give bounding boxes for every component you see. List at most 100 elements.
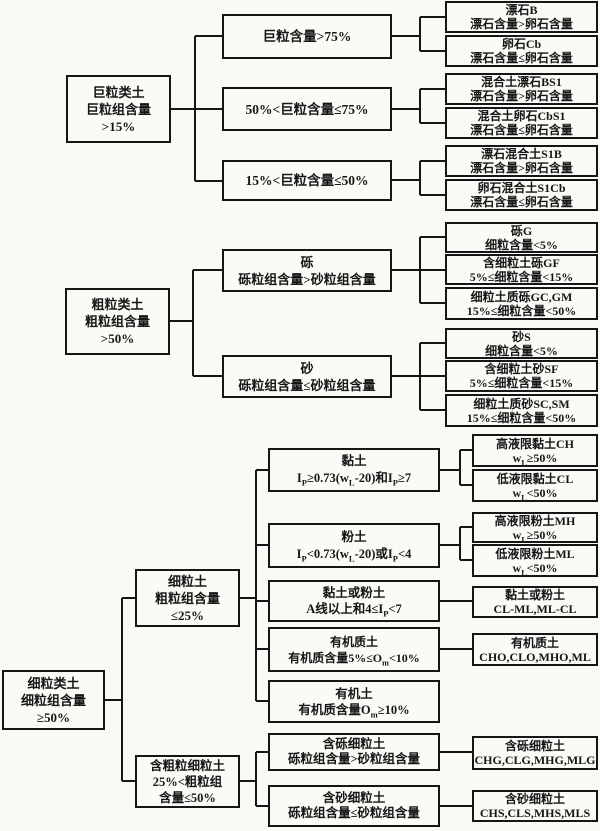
flow-box-label: 细粒含量<5% [485,343,558,358]
flow-box-label: 砾粒组含量≤砂粒组含量 [238,377,376,393]
flow-box-label: 砾 [300,254,314,270]
flow-box-label: CHG,CLG,MHG,MLG [474,753,596,767]
flow-box-label: 15%≤细粒含量<50% [466,303,577,318]
flow-box-label: 低液限粉土ML [495,546,575,561]
flow-box-label: 含砂细粒土 [322,791,386,805]
flow-box-label: 15%<巨粒含量≤50% [245,173,369,188]
flow-box-label: 漂石含量≤卵石含量 [470,51,573,65]
flow-box-label: 含砾细粒土 [322,737,386,751]
flow-box-giant-root: 巨粒类土巨粒组含量>15% [66,75,171,143]
flow-box-label: 黏土或粉土 [504,588,565,602]
flow-box-label: 漂石含量>卵石含量 [470,161,573,175]
flow-box-label: 粗粒类土 [91,297,144,312]
flow-box-label: 细粒土质砂SC,SM [473,396,570,411]
flow-box-label: 混合土漂石BS1 [481,75,562,89]
flow-box-label: wL≥50% [512,450,558,467]
flow-box-label: 漂石含量≤卵石含量 [470,195,573,209]
flow-box-label: 砾粒组含量>砂粒组含量 [238,271,376,287]
flow-box-label: 砂S [512,329,531,344]
flow-box-label: 含砂细粒土 [504,792,565,806]
flow-box-label: 含粗粒细粒土 [149,758,225,773]
flow-box-label: 含砾细粒土 [504,739,565,753]
flow-box-label: wL<50% [512,560,558,577]
flow-box-fine-root: 细粒类土细粒组含量≥50% [2,670,105,730]
flow-box-label: 砾粒组含量>砂粒组含量 [287,752,421,766]
flow-box-clay: 黏土 IP≥0.73(wL-20)和IP≥7 [268,448,440,492]
flow-box-label: ≥50% [36,709,71,725]
flow-box-label: 高液限黏土CH [495,436,574,451]
flow-box-label: 低液限黏土CL [496,471,574,486]
flow-box-label: 含量≤50% [159,790,216,805]
flow-box-label: ≤25% [170,607,205,623]
flow-box-label: 黏土 [341,454,367,468]
flow-box-fine-soil: 细粒土粗粒组含量≤25% [135,569,240,627]
flow-box-label: 有机土 [335,686,373,701]
flow-box-label: 卵石混合土S1Cb [477,181,566,195]
flow-box-label: 漂石含量>卵石含量 [470,17,573,31]
flow-box-label: 细粒组含量 [20,692,86,708]
flow-box-label: CHO,CLO,MHO,ML [479,649,591,664]
flow-box-label: 含细粒土砂SF [484,362,559,376]
flow-box-label: 漂石含量≤卵石含量 [470,123,573,137]
flow-box-giant-15-50: 15%<巨粒含量≤50% [222,160,392,201]
flow-box-sand-group: 砂砾粒组含量≤砂粒组含量 [222,355,392,398]
flow-box-label: 5%≤细粒含量<15% [469,269,574,284]
flow-box-label: 25%<粗粒组 [152,774,223,789]
flow-box-label: >15% [101,118,136,134]
flow-box-label: CHS,CLS,MHS,MLS [479,806,591,820]
flow-box-label: 细粒含量<5% [485,237,558,252]
flow-box-label: wL≥50% [512,527,558,544]
flow-box-label: 卵石Cb [501,37,542,51]
flow-box-label: 砂 [300,360,314,376]
flow-box-coarse-root: 粗粒类土粗粒组含量>50% [65,288,170,355]
flow-box-label: 砾G [510,223,533,238]
flow-box-label: 巨粒类土 [92,84,145,100]
flow-box-clay-or-silt: 黏土或粉土 A线以上和4≤IP<7 [268,580,440,622]
flow-box-label: 混合土卵石CbS1 [477,109,566,123]
flow-box-label: 巨粒组含量 [85,101,151,117]
flow-box-label: 漂石混合土S1B [481,147,562,161]
flow-box-label: 50%<巨粒含量≤75% [245,101,369,117]
flow-box-label: 漂石B [505,3,538,17]
flow-box-sandy-fine: 含砂细粒土砾粒组含量≤砂粒组含量 [268,785,440,827]
flow-box-label: 粗粒组含量 [84,314,150,329]
flow-box-label: 粗粒组含量 [154,590,220,606]
flow-box-label: 15%≤细粒含量<50% [466,410,577,425]
flow-box-label: A线以上和4≤IP<7 [306,602,402,619]
flow-box-label: 黏土或粉土 [322,586,386,600]
flow-box-label: 有机质土 [510,635,559,650]
flow-box-organic-soil: 有机土有机质含量Om≥10% [268,680,440,723]
flow-box-gravel-group: 砾砾粒组含量>砂粒组含量 [222,249,392,292]
flow-box-label: CL-ML,ML-CL [493,602,577,616]
flow-box-label: 漂石含量>卵石含量 [470,89,573,103]
flow-box-label: 细粒土质砾GC,GM [470,289,573,304]
flow-box-label: 高液限粉土MH [494,513,576,528]
flow-box-label: wL<50% [512,485,558,502]
flow-box-giant-gt75: 巨粒含量>75% [222,14,392,59]
flow-box-label: 细粒土 [167,573,207,589]
flow-box-label: IP≥0.73(wL-20)和IP≥7 [296,471,412,488]
flow-box-label: 细粒类土 [27,675,80,691]
flow-box-label: 有机质含量5%≤Om<10% [288,650,420,667]
flow-box-giant-50-75: 50%<巨粒含量≤75% [222,87,392,131]
flow-box-label: 巨粒含量>75% [262,29,352,44]
flow-box-label: 有机质土 [329,634,378,649]
